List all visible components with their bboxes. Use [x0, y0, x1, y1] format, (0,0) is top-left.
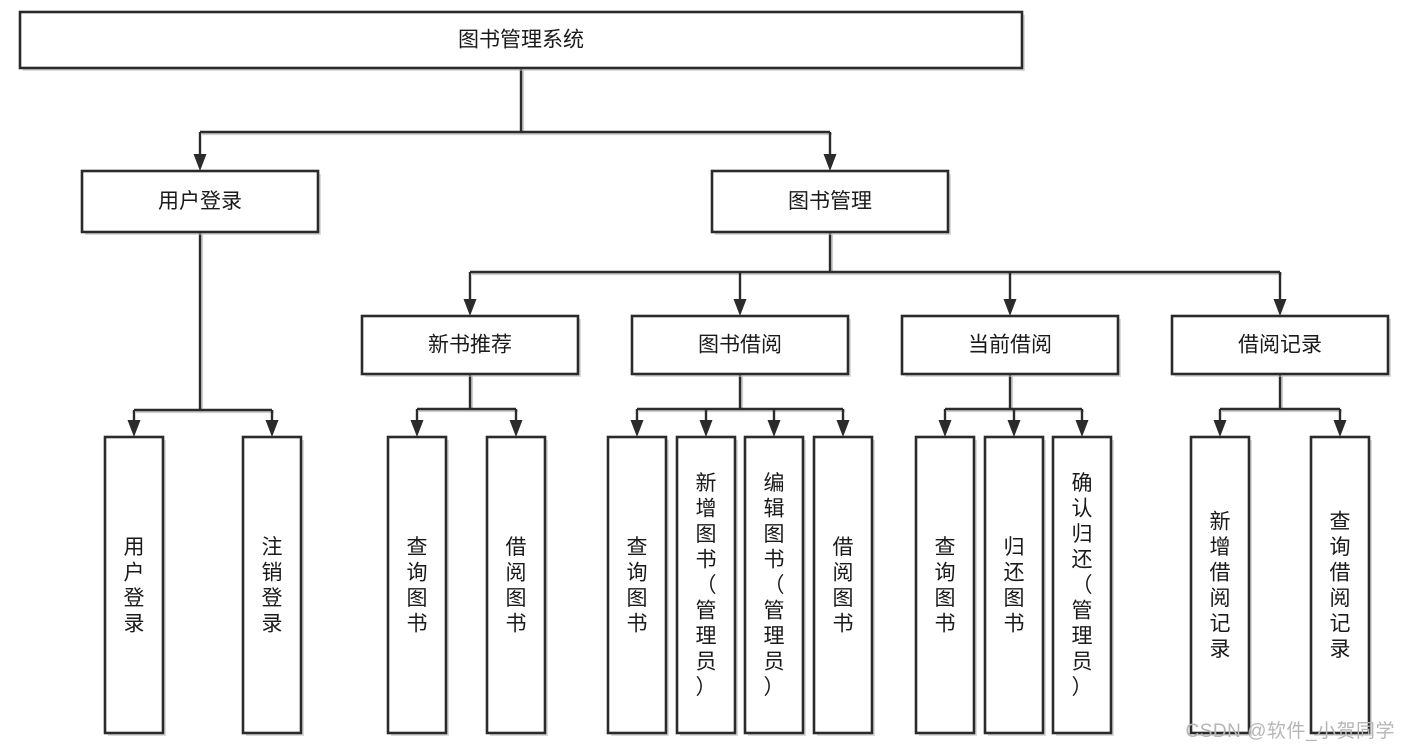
node-rect[interactable] — [360, 314, 580, 376]
node-leaf-edit-book[interactable]: 编辑图书（管理员） — [743, 435, 806, 736]
node-user-login[interactable]: 用户登录 — [80, 169, 321, 235]
node-root[interactable]: 图书管理系统 — [18, 10, 1025, 71]
node-label: 用户登录 — [124, 536, 145, 636]
node-rect[interactable] — [983, 435, 1045, 735]
node-book-management[interactable]: 图书管理 — [710, 169, 951, 235]
node-rect[interactable] — [80, 169, 320, 234]
node-current-borrow[interactable]: 当前借阅 — [900, 314, 1121, 377]
node-leaf-confirm-return[interactable]: 确认归还（管理员） — [1051, 435, 1114, 736]
node-rect[interactable] — [675, 435, 737, 735]
node-book-borrow[interactable]: 图书借阅 — [630, 314, 851, 377]
node-leaf-query-book-3[interactable]: 查询图书 — [914, 435, 977, 736]
csdn-watermark: CSDN @软件_小贺同学 — [1185, 721, 1395, 742]
node-rect[interactable] — [241, 435, 303, 735]
node-label: 图书管理系统 — [458, 29, 584, 52]
node-rect[interactable] — [386, 435, 448, 735]
node-rect[interactable] — [485, 435, 547, 735]
connector-borrow_record_to_leaves — [1213, 374, 1347, 437]
connector-current_borrow_to_leaves — [938, 374, 1089, 437]
node-label: 注销登录 — [262, 536, 283, 636]
node-leaf-borrow-book-1[interactable]: 借阅图书 — [485, 435, 548, 736]
connector-new_book_to_leaves — [410, 374, 523, 437]
connector-root_to_level2 — [193, 68, 837, 171]
node-rect[interactable] — [18, 10, 1024, 70]
node-leaf-query-book-1[interactable]: 查询图书 — [386, 435, 449, 736]
node-leaf-add-record[interactable]: 新增借阅记录 — [1189, 435, 1252, 736]
connector-user_login_to_leaves — [127, 232, 279, 437]
node-label: 查询图书 — [935, 536, 956, 636]
node-borrow-record[interactable]: 借阅记录 — [1170, 314, 1391, 377]
connector-book_management_to_level3 — [463, 232, 1287, 316]
node-rect[interactable] — [1051, 435, 1113, 735]
node-label: 用户登录 — [158, 190, 242, 213]
node-rect[interactable] — [1170, 314, 1390, 376]
node-rect[interactable] — [606, 435, 668, 735]
node-rect[interactable] — [710, 169, 950, 234]
node-rect[interactable] — [103, 435, 165, 735]
node-label: 新增借阅记录 — [1210, 510, 1231, 661]
node-label: 查询借阅记录 — [1330, 510, 1351, 661]
node-leaf-borrow-book-2[interactable]: 借阅图书 — [812, 435, 875, 736]
node-label: 新书推荐 — [428, 334, 512, 357]
node-rect[interactable] — [914, 435, 976, 735]
node-label: 借阅图书 — [506, 536, 527, 636]
node-rect[interactable] — [743, 435, 805, 735]
connector-edges-layer — [127, 68, 1347, 437]
node-label: 查询图书 — [407, 536, 428, 636]
node-label: 编辑图书（管理员） — [764, 472, 785, 699]
node-leaf-query-record[interactable]: 查询借阅记录 — [1309, 435, 1372, 736]
node-leaf-add-book[interactable]: 新增图书（管理员） — [675, 435, 738, 736]
node-rect[interactable] — [630, 314, 850, 376]
node-label: 借阅记录 — [1238, 334, 1322, 357]
node-leaf-return-book[interactable]: 归还图书 — [983, 435, 1046, 736]
node-new-book-recommend[interactable]: 新书推荐 — [360, 314, 581, 377]
node-label: 确认归还（管理员） — [1072, 472, 1093, 699]
node-label: 查询图书 — [627, 536, 648, 636]
node-label: 新增图书（管理员） — [696, 472, 717, 699]
node-leaf-user-logout[interactable]: 注销登录 — [241, 435, 304, 736]
node-label: 图书管理 — [788, 190, 872, 213]
connector-book_borrow_to_leaves — [630, 374, 850, 437]
node-boxes-layer: 图书管理系统用户登录图书管理新书推荐图书借阅当前借阅借阅记录用户登录注销登录查询… — [18, 10, 1391, 736]
node-label: 归还图书 — [1004, 536, 1025, 636]
node-label: 借阅图书 — [833, 536, 854, 636]
node-rect[interactable] — [1309, 435, 1371, 735]
node-rect[interactable] — [900, 314, 1120, 376]
node-label: 当前借阅 — [968, 334, 1052, 357]
node-label: 图书借阅 — [698, 334, 782, 357]
node-rect[interactable] — [1189, 435, 1251, 735]
node-rect[interactable] — [812, 435, 874, 735]
node-leaf-user-login[interactable]: 用户登录 — [103, 435, 166, 736]
node-leaf-query-book-2[interactable]: 查询图书 — [606, 435, 669, 736]
